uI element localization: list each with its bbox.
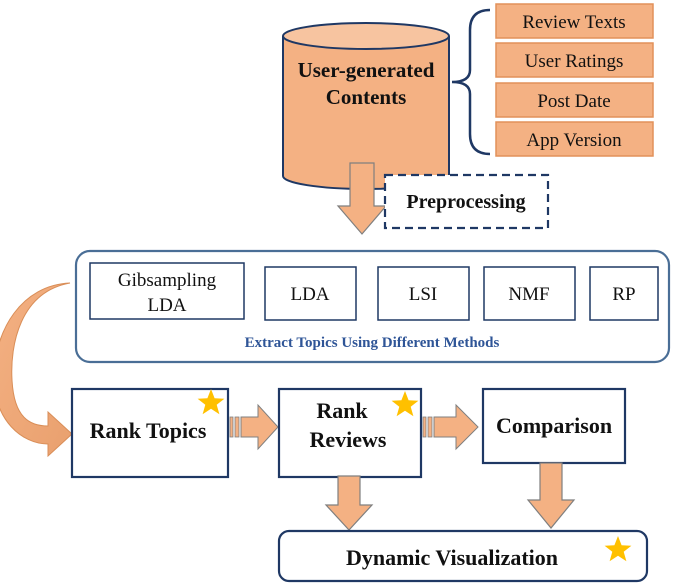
comparison-box: Comparison bbox=[481, 387, 627, 465]
methods-caption: Extract Topics Using Different Methods bbox=[245, 335, 500, 351]
rank-topics-box: Rank Topics bbox=[70, 387, 230, 479]
method-lsi: LSI bbox=[409, 284, 438, 305]
method-nmf: NMF bbox=[508, 284, 549, 305]
attribute-user-ratings: User Ratings bbox=[525, 51, 624, 72]
attribute-review-texts: Review Texts bbox=[522, 12, 625, 33]
rank-reviews-label-line1: Rank bbox=[316, 398, 368, 423]
method-rp: RP bbox=[612, 284, 635, 305]
star-icon bbox=[391, 391, 419, 417]
attribute-box bbox=[495, 3, 654, 39]
method-box-lda bbox=[264, 266, 357, 321]
preprocessing-label: Preprocessing bbox=[406, 191, 525, 213]
down-arrow bbox=[526, 462, 576, 529]
attribute-post-date: Post Date bbox=[537, 91, 610, 112]
rank-topics-label: Rank Topics bbox=[90, 418, 207, 443]
attributes-brace bbox=[451, 8, 491, 156]
method-lda: LDA bbox=[290, 284, 329, 305]
rank-reviews-label-line2: Reviews bbox=[310, 427, 387, 452]
attribute-list: Review Texts User Ratings Post Date App … bbox=[495, 3, 654, 157]
star-icon bbox=[197, 389, 225, 415]
method-gibsampling-line2: LDA bbox=[147, 295, 186, 316]
dynamic-visualization-box: Dynamic Visualization bbox=[277, 529, 649, 583]
user-generated-contents-database: User-generated Contents bbox=[282, 22, 450, 190]
comparison-label: Comparison bbox=[496, 413, 612, 438]
dynamic-visualization-label: Dynamic Visualization bbox=[346, 545, 558, 570]
method-gibsampling-line1: Gibsampling bbox=[118, 270, 217, 291]
topic-methods-panel: Gibsampling LDA LDA LSI NMF RP Extract T… bbox=[74, 249, 671, 364]
method-box-nmf bbox=[483, 266, 576, 321]
curved-arrow bbox=[0, 282, 73, 458]
attribute-app-version: App Version bbox=[526, 130, 622, 151]
rank-reviews-box: Rank Reviews bbox=[277, 387, 423, 479]
method-box-gibsampling-lda bbox=[89, 262, 245, 320]
method-box-rp bbox=[589, 266, 659, 321]
method-box-lsi bbox=[377, 266, 470, 321]
attribute-box bbox=[495, 121, 654, 157]
attribute-box bbox=[495, 82, 654, 118]
down-arrow bbox=[324, 475, 374, 531]
database-label-line1: User-generated bbox=[298, 58, 435, 82]
star-icon bbox=[604, 536, 632, 562]
down-arrow bbox=[336, 162, 388, 235]
right-arrow bbox=[422, 403, 479, 451]
attribute-box bbox=[495, 42, 654, 78]
right-arrow bbox=[229, 403, 279, 451]
database-label-line2: Contents bbox=[326, 85, 407, 109]
preprocessing-box: Preprocessing bbox=[383, 173, 550, 230]
